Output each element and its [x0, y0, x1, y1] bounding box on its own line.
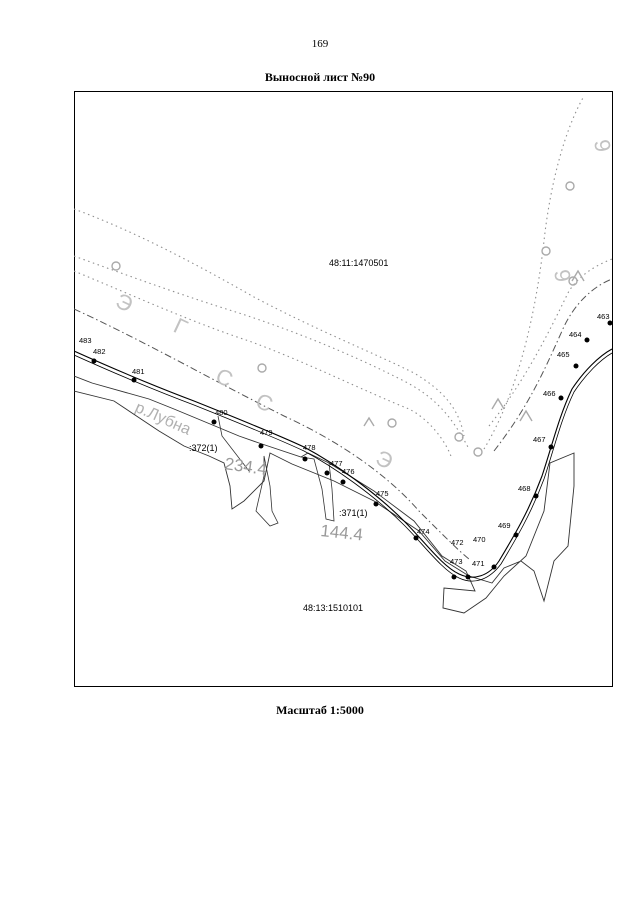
dashdot-line-west — [73, 308, 470, 560]
point-label-481: 481 — [132, 367, 145, 376]
point-label-471: 471 — [472, 559, 485, 568]
map-frame: Э Г С С Э 9 9 р.Лубна 483 482 481 480 47… — [73, 91, 616, 687]
point-label-478: 478 — [303, 443, 316, 452]
point-label-472: 472 — [451, 538, 464, 547]
area-144-4: 144.4 — [320, 521, 364, 544]
point-label-468: 468 — [518, 484, 531, 493]
area-figures: 234.4 144.4 — [223, 454, 363, 544]
point-label-477: 477 — [330, 459, 343, 468]
parcel-part-371: :371(1) — [339, 508, 368, 518]
point-label-475: 475 — [376, 489, 389, 498]
parcel-labels: 48:11:1470501 48:13:1510101 :372(1) :371… — [189, 258, 388, 613]
point-label-482: 482 — [93, 347, 106, 356]
point-labels: 483 482 481 480 479 478 477 476 475 474 … — [79, 312, 610, 568]
point-label-479: 479 — [260, 428, 273, 437]
sheet-title: Выносной лист №90 — [264, 70, 376, 84]
svg-text:9: 9 — [589, 138, 613, 154]
parcel-inlet — [300, 456, 335, 522]
scale-label: Масштаб 1:5000 — [276, 703, 364, 717]
point-label-480: 480 — [215, 408, 228, 417]
page-number: 169 — [311, 38, 329, 50]
point-label-466: 466 — [543, 389, 556, 398]
point-label-473: 473 — [450, 557, 463, 566]
parcel-label-south: 48:13:1510101 — [303, 603, 363, 613]
point-label-469: 469 — [498, 521, 511, 530]
dashdot-line-east — [493, 278, 613, 452]
parcel-notch — [255, 455, 279, 527]
road-line-outer — [73, 348, 613, 578]
point-label-463: 463 — [597, 312, 610, 321]
point-label-483: 483 — [79, 336, 92, 345]
road-line-inner — [73, 352, 613, 582]
point-label-474: 474 — [417, 527, 430, 536]
point-label-470: 470 — [473, 535, 486, 544]
parcel-part-372: :372(1) — [189, 443, 218, 453]
parcel-label-north: 48:11:1470501 — [329, 258, 388, 268]
point-label-465: 465 — [557, 350, 570, 359]
boundary-points — [91, 320, 613, 580]
svg-text:9: 9 — [549, 268, 576, 284]
parcel-split-372 — [217, 415, 250, 472]
parcel-boundary-south — [73, 375, 575, 614]
cadastral-map: Э Г С С Э 9 9 р.Лубна 483 482 481 480 47… — [73, 91, 616, 687]
point-label-464: 464 — [569, 330, 582, 339]
faint-lettering: Э Г С С Э 9 9 — [112, 138, 616, 475]
dotted-contours — [73, 95, 613, 460]
background-symbols — [111, 181, 585, 457]
point-label-476: 476 — [342, 467, 355, 476]
point-label-467: 467 — [533, 435, 546, 444]
